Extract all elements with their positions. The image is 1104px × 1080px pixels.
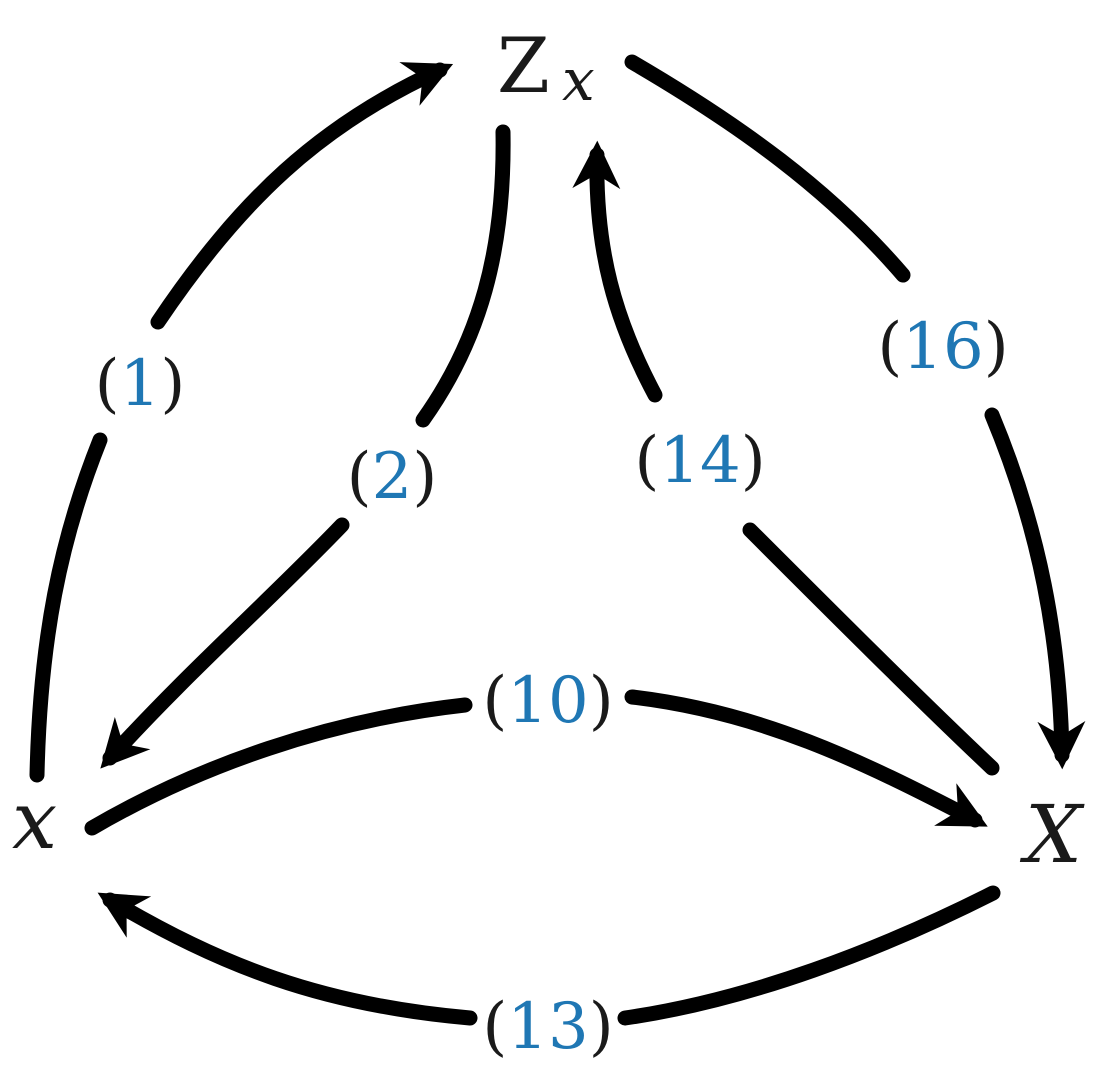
edge-2-upper-segment — [415, 124, 511, 428]
edge-label-13: (13) — [482, 990, 613, 1064]
edge-label-10: (10) — [482, 664, 613, 738]
edge-16-upper-segment — [624, 54, 911, 283]
edge-label-10-close: ) — [589, 664, 614, 738]
node-x: x — [12, 774, 57, 867]
edge-label-10-open: ( — [482, 664, 507, 738]
edge-label-1: (1) — [95, 347, 186, 421]
edge-10-right-arrow — [624, 689, 988, 828]
node-Zx-label: Z — [497, 21, 550, 110]
edge-1-upper-arrow — [150, 62, 454, 330]
edge-2-lower-arrow — [100, 517, 350, 769]
edge-label-16: (16) — [877, 310, 1008, 384]
edge-label-13-number: 13 — [507, 990, 588, 1064]
edge-label-2-close: ) — [412, 440, 437, 514]
edge-13-right-segment — [617, 885, 1001, 1026]
edge-16-lower-arrow — [984, 407, 1086, 770]
edge-label-1-open: ( — [95, 347, 120, 421]
edge-label-16-open: ( — [877, 310, 902, 384]
edge-label-10-number: 10 — [507, 664, 588, 738]
edge-label-2-number: 2 — [372, 440, 413, 514]
edge-label-1-close: ) — [160, 347, 185, 421]
edge-13-left-arrow — [97, 892, 478, 1026]
edge-10-left-segment — [84, 697, 473, 836]
edge-label-14: (14) — [634, 424, 765, 498]
edge-1 — [29, 62, 454, 783]
edge-16 — [624, 54, 1086, 770]
edge-label-14-open: ( — [634, 424, 659, 498]
node-X-label: X — [1019, 788, 1085, 881]
edge-13 — [97, 885, 1001, 1026]
node-Zx-subscript: x — [562, 46, 595, 114]
node-x-label: x — [12, 774, 57, 867]
node-X: X — [1019, 788, 1085, 881]
edge-10 — [84, 689, 988, 836]
node-Zx: Z x — [497, 21, 595, 114]
edge-14 — [572, 140, 1000, 776]
edge-label-14-number: 14 — [659, 424, 740, 498]
edge-label-2-open: ( — [347, 440, 372, 514]
edge-label-14-close: ) — [741, 424, 766, 498]
edge-label-13-open: ( — [482, 990, 507, 1064]
edge-14-lower-segment — [742, 522, 1000, 776]
edge-label-2: (2) — [347, 440, 438, 514]
edge-label-16-number: 16 — [902, 310, 983, 384]
edge-label-16-close: ) — [984, 310, 1009, 384]
edge-label-13-close: ) — [589, 990, 614, 1064]
edge-14-upper-arrow — [572, 140, 663, 403]
edge-label-1-number: 1 — [120, 347, 161, 421]
edge-1-lower-segment — [29, 432, 108, 783]
edge-2 — [100, 124, 511, 769]
